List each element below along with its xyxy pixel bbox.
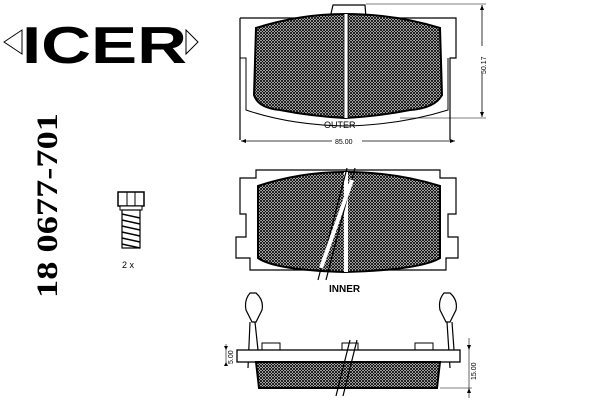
bolt-icon	[117, 191, 145, 249]
total-thickness-dimension	[440, 338, 472, 398]
plate-thickness-value: 5.00	[228, 350, 235, 364]
logo-arrow-right-icon	[185, 28, 199, 56]
brand-logo-text: ICER	[22, 17, 187, 75]
outer-pad-label: OUTER	[324, 120, 356, 130]
icer-logo: ICER	[3, 17, 199, 75]
right-clip-icon	[438, 292, 457, 323]
bolt-quantity: 2 x	[122, 260, 135, 270]
logo-arrow-left-icon	[3, 29, 23, 55]
total-thickness-value: 15.00	[471, 362, 478, 380]
side-view	[236, 292, 461, 397]
plate-thickness-dimension	[224, 344, 228, 366]
inner-pad	[235, 167, 459, 281]
width-dimension-value: 85.00	[335, 139, 353, 146]
part-number: 18 0677-701	[31, 113, 64, 298]
height-dimension-value: 50.17	[481, 56, 488, 74]
outer-pad	[239, 4, 457, 140]
inner-pad-label: INNER	[329, 284, 361, 295]
left-clip-icon	[244, 292, 263, 323]
